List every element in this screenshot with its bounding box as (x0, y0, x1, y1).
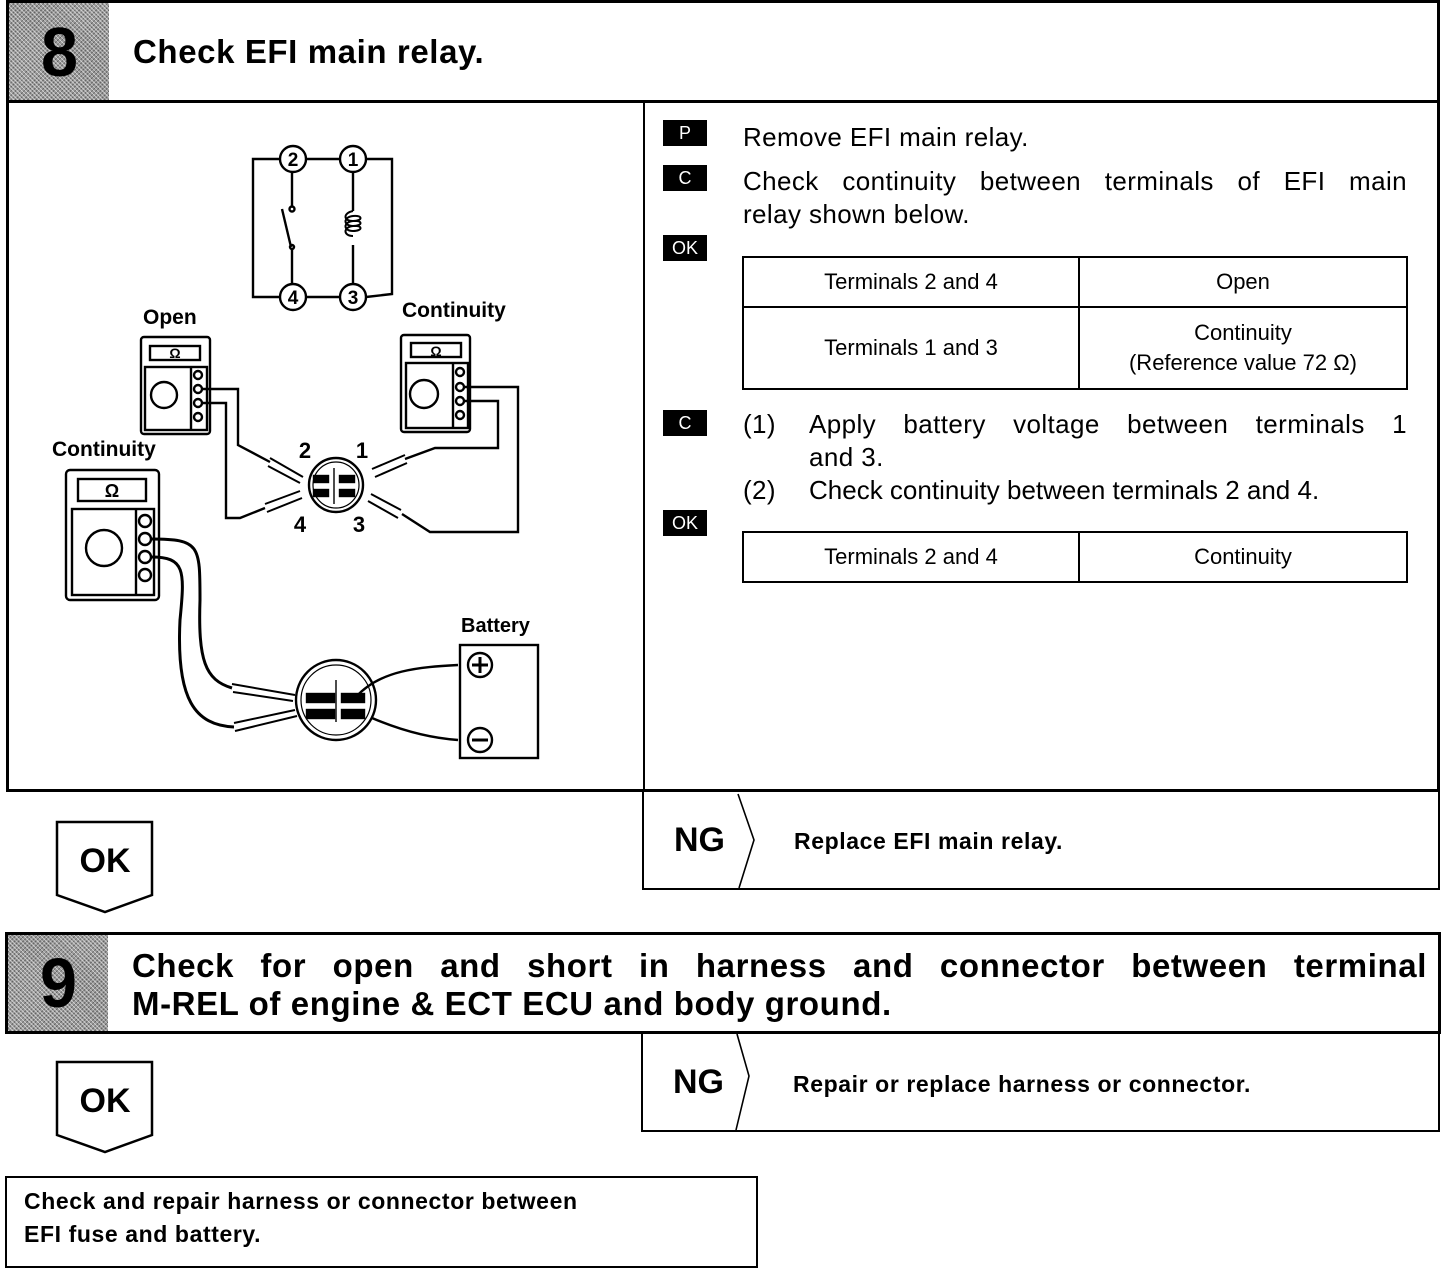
ohm-symbol: Ω (169, 345, 180, 361)
step-9-header: 9 Check for open and short in harness an… (5, 932, 1441, 1034)
ohm-symbol: Ω (430, 343, 441, 359)
meter-label-continuity-left: Continuity (52, 438, 156, 461)
column-divider (643, 100, 645, 789)
relay-terminal-4-label: 4 (288, 288, 299, 309)
step-title: Check for open and short in harness and … (132, 947, 1428, 1023)
ok-arrow-shape (55, 1060, 154, 1154)
instruction-step-2: (2) Check continuity between terminals 2… (743, 474, 1413, 507)
ohmmeter-continuity-left (64, 468, 161, 602)
relay-schematic (251, 144, 394, 312)
connector-terminal-1-label: 1 (356, 438, 368, 463)
ok-branch-step-9[interactable]: OK (55, 1060, 155, 1155)
ohmmeter-open (139, 335, 212, 436)
tag-check: C (663, 410, 707, 436)
connector-terminal-3-label: 3 (353, 512, 365, 537)
step-number: 8 (40, 12, 78, 91)
result-reference: (Reference value 72 Ω) (1128, 350, 1357, 375)
continuity-spec-table-2: Terminals 2 and 4 Continuity (742, 531, 1408, 583)
battery-icon (458, 643, 540, 760)
table-cell-terminals: Terminals 1 and 3 (742, 306, 1080, 390)
step-index: (2) (743, 475, 776, 505)
tag-prepare: P (663, 120, 707, 146)
step-8-content (6, 100, 1440, 792)
continuity-spec-table-1: Terminals 2 and 4 Open Terminals 1 and 3… (742, 256, 1408, 390)
instruction-line: relay shown below. (743, 199, 970, 229)
relay-terminal-1-label: 1 (348, 150, 359, 171)
instruction-line: Check continuity between terminals 2 and… (809, 475, 1320, 505)
relay-terminal-1 (338, 144, 368, 174)
step-8-header: 8 Check EFI main relay. (6, 0, 1440, 103)
ohm-symbol: Ω (105, 481, 119, 501)
final-action-line: EFI fuse and battery. (24, 1221, 262, 1247)
battery-label: Battery (461, 615, 531, 637)
tag-check: C (663, 165, 707, 191)
table-cell-result: Continuity (1078, 531, 1408, 583)
ng-action-text: Repair or replace harness or connector. (793, 1071, 1252, 1097)
table-row: Terminals 2 and 4 Open (742, 256, 1408, 308)
ng-label: NG (673, 1063, 724, 1101)
relay-terminal-2-label: 2 (288, 150, 299, 171)
tag-ok: OK (663, 510, 707, 536)
meter-label-open: Open (143, 306, 197, 329)
result-line: Continuity (1194, 320, 1292, 345)
step-title: Check EFI main relay. (133, 33, 485, 70)
step-title-line: Check for open and short in harness and … (132, 947, 1427, 984)
table-cell-result: Open (1078, 256, 1408, 308)
relay-terminal-4 (278, 282, 308, 312)
connector-terminal-4-label: 4 (294, 512, 307, 537)
ohmmeter-continuity-right (399, 333, 472, 434)
table-cell-result: Continuity (Reference value 72 Ω) (1078, 306, 1408, 390)
instruction-line: Check continuity between terminals of EF… (743, 166, 1407, 196)
ok-branch-step-8[interactable]: OK (55, 820, 155, 915)
ng-branch-step-8[interactable]: NG Replace EFI main relay. (642, 790, 1440, 890)
connector-terminal-2-label: 2 (299, 438, 311, 463)
table-cell-terminals: Terminals 2 and 4 (742, 531, 1080, 583)
instruction-line: Apply battery voltage between terminals … (809, 409, 1407, 439)
instruction-remove-relay: Remove EFI main relay. (743, 122, 1029, 152)
ng-action-text: Replace EFI main relay. (794, 828, 1064, 854)
instruction-line: and 3. (809, 442, 884, 472)
ok-label: OK (79, 842, 131, 880)
step-title-line: M-REL of engine & ECT ECU and body groun… (132, 985, 892, 1022)
relay-test-diagram: 2 1 4 3 Ω Ω Ω (52, 144, 540, 760)
final-action-line: Check and repair harness or connector be… (24, 1188, 578, 1214)
ng-branch-step-9[interactable]: NG Repair or replace harness or connecto… (641, 1032, 1440, 1132)
relay-connector-top (307, 456, 365, 514)
step-number-badge: 9 (8, 935, 108, 1031)
ng-label: NG (674, 821, 725, 859)
step-number: 9 (39, 944, 77, 1022)
ok-arrow-shape (55, 820, 154, 914)
table-row: Terminals 1 and 3 Continuity (Reference … (742, 306, 1408, 390)
table-cell-terminals: Terminals 2 and 4 (742, 256, 1080, 308)
table-row: Terminals 2 and 4 Continuity (742, 531, 1408, 583)
ng-chevron-icon (737, 793, 755, 889)
relay-terminal-2 (278, 144, 308, 174)
step-number-badge: 8 (9, 3, 109, 100)
meter-label-continuity-right: Continuity (402, 299, 506, 322)
instruction-step-1: (1) Apply battery voltage between termin… (743, 408, 1407, 474)
final-action-box[interactable]: Check and repair harness or connector be… (5, 1176, 758, 1268)
relay-terminal-3 (338, 282, 368, 312)
tag-ok: OK (663, 235, 707, 261)
step-index: (1) (743, 409, 776, 439)
ok-label: OK (79, 1082, 131, 1120)
relay-connector-bottom (294, 658, 378, 742)
instruction-check-continuity: Check continuity between terminals of EF… (743, 165, 1407, 231)
ng-chevron-icon (735, 1033, 750, 1131)
relay-terminal-3-label: 3 (348, 288, 359, 309)
